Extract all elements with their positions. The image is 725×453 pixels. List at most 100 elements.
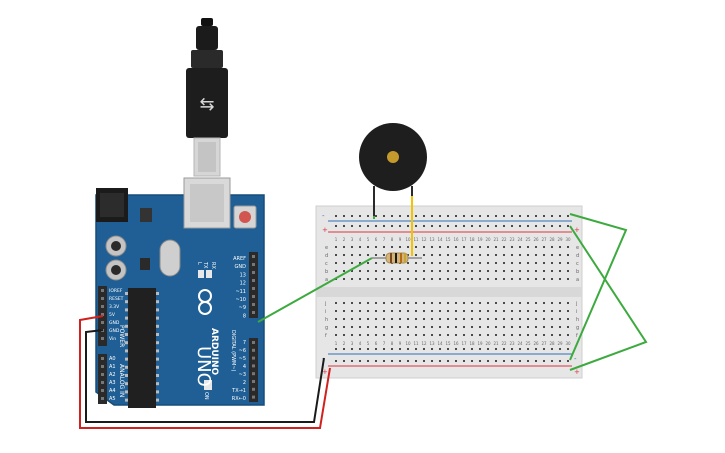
terminal-hole[interactable] (543, 310, 545, 312)
terminal-hole[interactable] (447, 262, 449, 264)
terminal-hole[interactable] (527, 270, 529, 272)
terminal-hole[interactable] (359, 326, 361, 328)
rail-hole-plus[interactable] (479, 225, 481, 227)
terminal-hole[interactable] (455, 254, 457, 256)
terminal-hole[interactable] (463, 302, 465, 304)
terminal-hole[interactable] (431, 334, 433, 336)
terminal-hole[interactable] (335, 246, 337, 248)
rail-hole-minus[interactable] (447, 215, 449, 217)
terminal-hole[interactable] (455, 262, 457, 264)
terminal-hole[interactable] (527, 246, 529, 248)
rail-hole-minus[interactable] (439, 348, 441, 350)
rail-hole-plus[interactable] (495, 225, 497, 227)
terminal-hole[interactable] (375, 310, 377, 312)
header-pin[interactable] (101, 365, 104, 368)
terminal-hole[interactable] (383, 334, 385, 336)
rail-hole-minus[interactable] (431, 215, 433, 217)
terminal-hole[interactable] (511, 246, 513, 248)
terminal-hole[interactable] (503, 246, 505, 248)
terminal-hole[interactable] (415, 246, 417, 248)
terminal-hole[interactable] (343, 310, 345, 312)
rail-hole-plus[interactable] (439, 225, 441, 227)
rail-hole-minus[interactable] (407, 348, 409, 350)
rail-hole-minus[interactable] (559, 348, 561, 350)
terminal-hole[interactable] (447, 278, 449, 280)
terminal-hole[interactable] (543, 262, 545, 264)
terminal-hole[interactable] (487, 302, 489, 304)
terminal-hole[interactable] (495, 326, 497, 328)
rail-hole-minus[interactable] (519, 348, 521, 350)
terminal-hole[interactable] (463, 326, 465, 328)
rail-hole-plus[interactable] (559, 360, 561, 362)
terminal-hole[interactable] (423, 246, 425, 248)
terminal-hole[interactable] (359, 334, 361, 336)
rail-hole-plus[interactable] (511, 225, 513, 227)
rail-hole-plus[interactable] (407, 225, 409, 227)
rail-hole-plus[interactable] (335, 225, 337, 227)
terminal-hole[interactable] (535, 278, 537, 280)
terminal-hole[interactable] (471, 262, 473, 264)
rail-hole-minus[interactable] (415, 348, 417, 350)
terminal-hole[interactable] (375, 302, 377, 304)
terminal-hole[interactable] (551, 270, 553, 272)
terminal-hole[interactable] (495, 246, 497, 248)
terminal-hole[interactable] (567, 302, 569, 304)
rail-hole-plus[interactable] (535, 360, 537, 362)
rail-hole-plus[interactable] (567, 225, 569, 227)
terminal-hole[interactable] (391, 278, 393, 280)
rail-hole-plus[interactable] (495, 360, 497, 362)
rail-hole-plus[interactable] (359, 360, 361, 362)
terminal-hole[interactable] (567, 254, 569, 256)
terminal-hole[interactable] (495, 302, 497, 304)
terminal-hole[interactable] (535, 302, 537, 304)
terminal-hole[interactable] (559, 302, 561, 304)
rail-hole-plus[interactable] (463, 225, 465, 227)
rail-hole-minus[interactable] (415, 215, 417, 217)
terminal-hole[interactable] (519, 262, 521, 264)
rail-hole-plus[interactable] (375, 360, 377, 362)
rail-hole-minus[interactable] (503, 348, 505, 350)
terminal-hole[interactable] (519, 302, 521, 304)
terminal-hole[interactable] (471, 254, 473, 256)
terminal-hole[interactable] (391, 310, 393, 312)
rail-hole-minus[interactable] (495, 215, 497, 217)
terminal-hole[interactable] (551, 278, 553, 280)
terminal-hole[interactable] (359, 246, 361, 248)
terminal-hole[interactable] (503, 270, 505, 272)
wire-5v-red[interactable] (79, 315, 331, 429)
terminal-hole[interactable] (487, 254, 489, 256)
terminal-hole[interactable] (487, 246, 489, 248)
terminal-hole[interactable] (343, 270, 345, 272)
terminal-hole[interactable] (503, 310, 505, 312)
rail-hole-minus[interactable] (495, 348, 497, 350)
terminal-hole[interactable] (367, 254, 369, 256)
terminal-hole[interactable] (543, 334, 545, 336)
terminal-hole[interactable] (407, 326, 409, 328)
terminal-hole[interactable] (567, 278, 569, 280)
terminal-hole[interactable] (455, 326, 457, 328)
terminal-hole[interactable] (367, 270, 369, 272)
terminal-hole[interactable] (551, 310, 553, 312)
terminal-hole[interactable] (527, 334, 529, 336)
rail-hole-minus[interactable] (367, 215, 369, 217)
rail-hole-minus[interactable] (527, 215, 529, 217)
terminal-hole[interactable] (543, 318, 545, 320)
terminal-hole[interactable] (423, 334, 425, 336)
rail-hole-plus[interactable] (415, 360, 417, 362)
terminal-hole[interactable] (455, 310, 457, 312)
terminal-hole[interactable] (431, 246, 433, 248)
rail-hole-plus[interactable] (335, 360, 337, 362)
terminal-hole[interactable] (407, 278, 409, 280)
terminal-hole[interactable] (559, 254, 561, 256)
rail-hole-plus[interactable] (375, 225, 377, 227)
rail-hole-minus[interactable] (519, 215, 521, 217)
header-pin[interactable] (252, 387, 255, 391)
terminal-hole[interactable] (551, 334, 553, 336)
terminal-hole[interactable] (391, 246, 393, 248)
terminal-hole[interactable] (415, 262, 417, 264)
terminal-hole[interactable] (455, 318, 457, 320)
rail-hole-plus[interactable] (423, 225, 425, 227)
terminal-hole[interactable] (559, 262, 561, 264)
terminal-hole[interactable] (463, 278, 465, 280)
header-pin[interactable] (101, 297, 104, 300)
